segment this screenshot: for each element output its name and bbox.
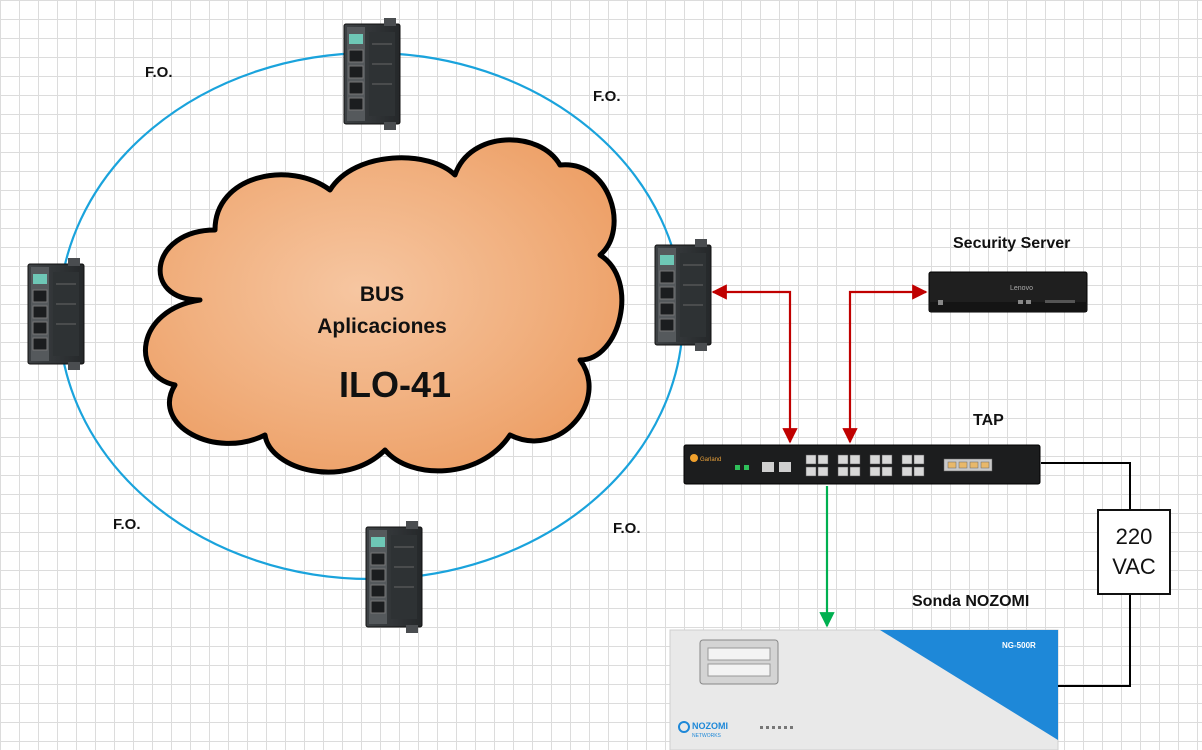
sonda-label: Sonda NOZOMI (912, 593, 1030, 610)
arrow-server-tap (842, 284, 928, 444)
fo-label-bottom-right: F.O. (613, 520, 641, 537)
cloud-title-aplicaciones: Aplicaciones (317, 315, 447, 338)
power-supply-box: 220 VAC (1097, 509, 1171, 595)
bus-cloud (142, 137, 625, 475)
nozomi-brand: NOZOMI (692, 721, 728, 731)
cloud-title-ilo: ILO-41 (338, 364, 452, 405)
power-line-1: 220 (1115, 524, 1153, 549)
nozomi-sub: NETWORKS (692, 733, 722, 739)
security-server: Lenovo (928, 271, 1088, 313)
arrow-switch-tap (711, 284, 798, 444)
cloud-title-bus: BUS (359, 283, 405, 306)
nozomi-model: NG-500R (1002, 641, 1036, 650)
fo-label-top-left: F.O. (145, 64, 173, 81)
tap-brand: Garland (700, 457, 721, 463)
switch-top (343, 17, 401, 131)
fo-label-top-right: F.O. (593, 88, 621, 105)
switch-bottom (365, 520, 423, 634)
tap-label: TAP (973, 412, 1004, 429)
security-server-label: Security Server (953, 235, 1071, 252)
power-line-2: VAC (1112, 554, 1156, 579)
tap-device: Garland (683, 444, 1041, 485)
fo-label-bottom-left: F.O. (113, 516, 141, 533)
power-wire-nozomi (1058, 595, 1131, 687)
nozomi-probe: NG-500R NOZOMI NETWORKS (669, 629, 1059, 750)
power-wire-tap (1041, 462, 1131, 509)
switch-right (654, 238, 712, 352)
switch-left (27, 257, 85, 371)
server-brand: Lenovo (1010, 285, 1033, 292)
